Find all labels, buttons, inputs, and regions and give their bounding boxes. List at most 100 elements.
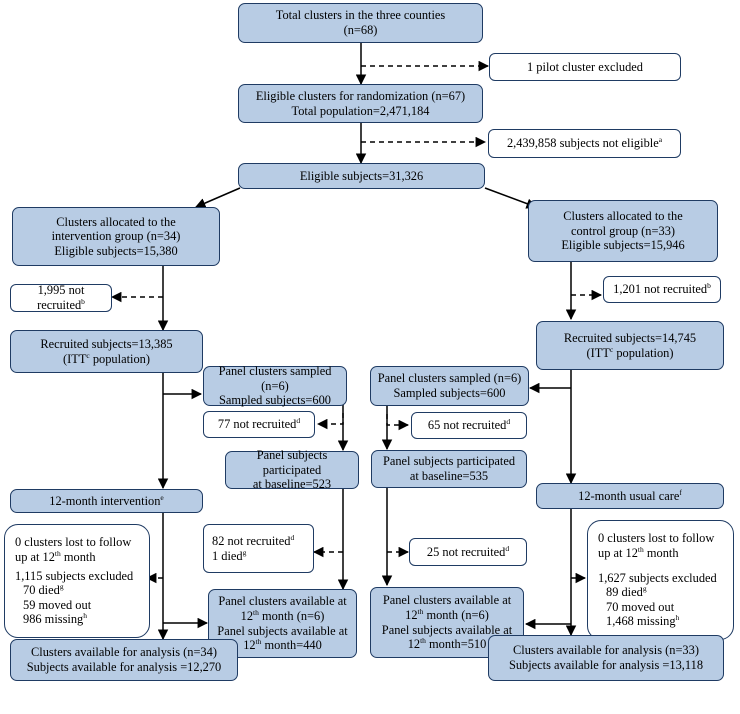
int-panel-not-recruited-label: 77 not recruited xyxy=(217,417,297,432)
int-panel12-label2b: month (n=6) xyxy=(258,608,325,623)
footnote-d: d xyxy=(290,532,295,542)
int-loss-missing: 986 missing xyxy=(23,612,84,627)
ctl-not-recruited-label: 1,201 not recruited xyxy=(613,282,708,297)
int-panel-baseline-line2: at baseline=523 xyxy=(252,477,332,492)
int-panel12-label4b: month=440 xyxy=(261,638,322,653)
int-analysis-box: Clusters available for analysis (n=34) S… xyxy=(10,639,238,681)
ctl-panel-sampled-box: Panel clusters sampled (n=6) Sampled sub… xyxy=(370,366,529,406)
int-not-recruited-label: 1,995 not recruited xyxy=(37,283,85,312)
int-loss-line3: 1,115 subjects excluded xyxy=(15,568,134,583)
int-panel-baseline-line1: Panel subjects participated xyxy=(256,448,328,477)
footnote-h: h xyxy=(675,613,680,623)
int-panel-loss-box: 82 not recruitedd 1 diedg xyxy=(203,524,314,573)
int-12month-label: 12-month intervention xyxy=(49,493,161,508)
ctl-12month-box: 12-month usual caref xyxy=(536,483,724,509)
footnote-a: a xyxy=(658,135,663,145)
ctl-panel12-label4b: month=510 xyxy=(425,637,487,652)
ctl-loss-died: 89 died xyxy=(606,585,643,600)
int-analysis-line1: Clusters available for analysis (n=34) xyxy=(31,645,217,660)
int-loss-line5: 59 moved out xyxy=(23,597,92,612)
int-loss-line4: 70 diedg xyxy=(15,583,64,598)
not-eligible-box: 2,439,858 subjects not eligiblea xyxy=(488,129,681,158)
int-analysis-line2: Subjects available for analysis =12,270 xyxy=(26,660,222,674)
int-alloc-line3: Eligible subjects=15,380 xyxy=(54,243,178,258)
int-panel-loss-label1: 82 not recruited xyxy=(212,533,291,548)
not-eligible-label: 2,439,858 subjects not eligible xyxy=(506,136,659,151)
ctl-loss-line3: 1,627 subjects excluded xyxy=(598,570,717,585)
footnote-c: c xyxy=(609,344,614,354)
ctl-loss-line5: 70 moved out xyxy=(606,599,675,614)
ctl-panel-not-recruited-label: 65 not recruited xyxy=(427,418,507,433)
ctl-analysis-line1: Clusters available for analysis (n=33) xyxy=(513,643,699,658)
int-panel12-label2a: 12 xyxy=(240,608,254,623)
int-loss-died: 70 died xyxy=(23,583,60,598)
footnote-d: d xyxy=(505,543,510,553)
ctl-panel12-label2a: 12 xyxy=(405,607,418,622)
int-loss-line1: 0 clusters lost to follow xyxy=(15,535,132,549)
ctl-panel-not-recruited-text: 65 not recruitedd xyxy=(428,418,510,433)
ctl-recruited-box: Recruited subjects=14,745 (ITTc populati… xyxy=(536,321,724,370)
itt-label: (ITT xyxy=(63,351,87,366)
int-panel-loss-line2: 1 diedg xyxy=(212,547,247,564)
int-panel-loss-label2: 1 died xyxy=(212,548,243,563)
footnote-h: h xyxy=(83,611,87,621)
intervention-allocation-box: Clusters allocated to the intervention g… xyxy=(12,207,220,266)
ctl-loss-line1: 0 clusters lost to follow xyxy=(598,531,715,545)
total-clusters-line1: Total clusters in the three counties xyxy=(275,8,446,23)
ctl-followup-loss-box: 0 clusters lost to follow up at 12th mon… xyxy=(587,520,734,640)
ctl-panel12-line3: Panel subjects available at xyxy=(381,622,513,637)
ctl-panel12-label2b: month (n=6) xyxy=(423,607,489,622)
ctl-panel12-label4a: 12 xyxy=(407,637,421,652)
int-12month-text: 12-month interventione xyxy=(49,492,164,509)
population-label: population) xyxy=(613,345,674,360)
int-recruited-line2: (ITTc population) xyxy=(63,351,150,367)
ordinal-sup: th xyxy=(417,606,424,616)
int-loss-line2: up at 12th month xyxy=(15,548,96,565)
control-allocation-box: Clusters allocated to the control group … xyxy=(528,200,718,262)
int-loss-label2a: up at 12 xyxy=(15,549,55,564)
int-panel12-line1: Panel clusters available at xyxy=(218,594,347,609)
ctl-recruited-line2: (ITTc population) xyxy=(586,344,674,361)
int-panel12-line3: Panel subjects available at xyxy=(217,623,348,638)
ctl-loss-line4: 89 diedg xyxy=(598,585,647,600)
int-not-recruited-text: 1,995 not recruitedb xyxy=(15,283,107,312)
int-alloc-line1: Clusters allocated to the xyxy=(56,214,176,229)
ctl-12month-label: 12-month usual care xyxy=(578,488,680,503)
ctl-alloc-line1: Clusters allocated to the xyxy=(563,209,683,224)
ctl-analysis-line2: Subjects available for analysis =13,118 xyxy=(508,658,704,672)
footnote-d: d xyxy=(296,416,301,426)
ctl-loss-label2a: up at 12 xyxy=(598,545,638,560)
population-label: population) xyxy=(89,351,150,366)
int-panel-sampled-line2: Sampled subjects=600 xyxy=(219,393,331,408)
footnote-g: g xyxy=(242,547,247,557)
ctl-panel-baseline-box: Panel subjects participated at baseline=… xyxy=(371,450,527,488)
int-panel-loss-line1: 82 not recruitedd xyxy=(212,534,294,549)
ctl-panel-sampled-line2: Sampled subjects=600 xyxy=(393,386,506,400)
footnote-f: f xyxy=(679,487,682,497)
int-panel-baseline-box: Panel subjects participated at baseline=… xyxy=(225,448,359,492)
ctl-not-recruited-box: 1,201 not recruitedb xyxy=(603,276,721,303)
ordinal-sup: th xyxy=(253,607,259,617)
pilot-excluded-text: 1 pilot cluster excluded xyxy=(527,59,643,74)
ctl-alloc-line2: control group (n=33) xyxy=(570,223,676,238)
int-followup-loss-box: 0 clusters lost to follow up at 12th mon… xyxy=(4,524,150,638)
ordinal-sup: th xyxy=(54,548,61,558)
ctl-panel12-line1: Panel clusters available at xyxy=(382,593,512,608)
ctl-recruited-line1: Recruited subjects=14,745 xyxy=(563,330,697,345)
int-loss-label2b: month xyxy=(60,549,96,564)
ctl-panel-loss-box: 25 not recruitedd xyxy=(409,538,527,566)
eligible-clusters-box: Eligible clusters for randomization (n=6… xyxy=(238,84,483,123)
footnote-e: e xyxy=(160,492,164,502)
ctl-analysis-box: Clusters available for analysis (n=33) S… xyxy=(488,635,724,681)
eligible-clusters-line2: Total population=2,471,184 xyxy=(291,103,430,118)
ctl-not-recruited-text: 1,201 not recruitedb xyxy=(613,282,711,297)
ctl-panel-loss-text: 25 not recruitedd xyxy=(427,543,510,560)
ctl-loss-missing: 1,468 missing xyxy=(606,614,676,629)
int-panel-sampled-box: Panel clusters sampled (n=6) Sampled sub… xyxy=(203,364,347,408)
ordinal-sup: th xyxy=(255,637,262,646)
ctl-loss-line2: up at 12th month xyxy=(598,545,679,561)
int-alloc-line2: intervention group (n=34) xyxy=(51,229,181,244)
int-recruited-line1: Recruited subjects=13,385 xyxy=(40,336,173,351)
itt-label: (ITT xyxy=(586,345,610,360)
total-clusters-box: Total clusters in the three counties (n=… xyxy=(238,3,483,43)
